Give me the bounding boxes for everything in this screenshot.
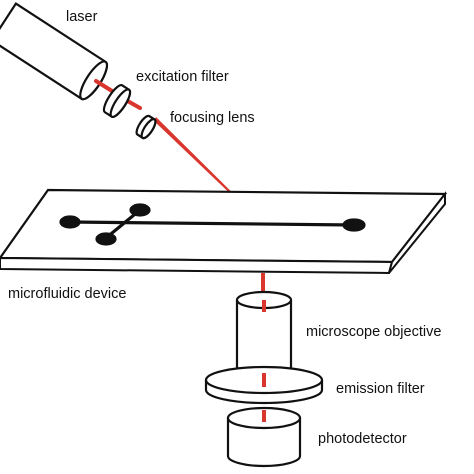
focusing-lens	[135, 114, 157, 140]
microfluidic-channels	[59, 203, 366, 246]
label-microfluidic-device: microfluidic device	[8, 286, 126, 302]
label-emission-filter: emission filter	[336, 381, 425, 397]
emission-filter-disc	[204, 365, 324, 405]
photodetector	[226, 406, 302, 468]
microfluidic-device-slide	[0, 188, 448, 275]
label-focusing-lens: focusing lens	[170, 110, 255, 126]
microscope-objective	[235, 290, 293, 380]
excitation-filter-disc	[102, 84, 132, 118]
label-laser: laser	[66, 9, 98, 25]
label-excitation-filter: excitation filter	[136, 69, 229, 85]
label-photodetector: photodetector	[318, 431, 407, 447]
label-microscope-objective: microscope objective	[306, 324, 441, 340]
laser-body	[0, 2, 109, 101]
